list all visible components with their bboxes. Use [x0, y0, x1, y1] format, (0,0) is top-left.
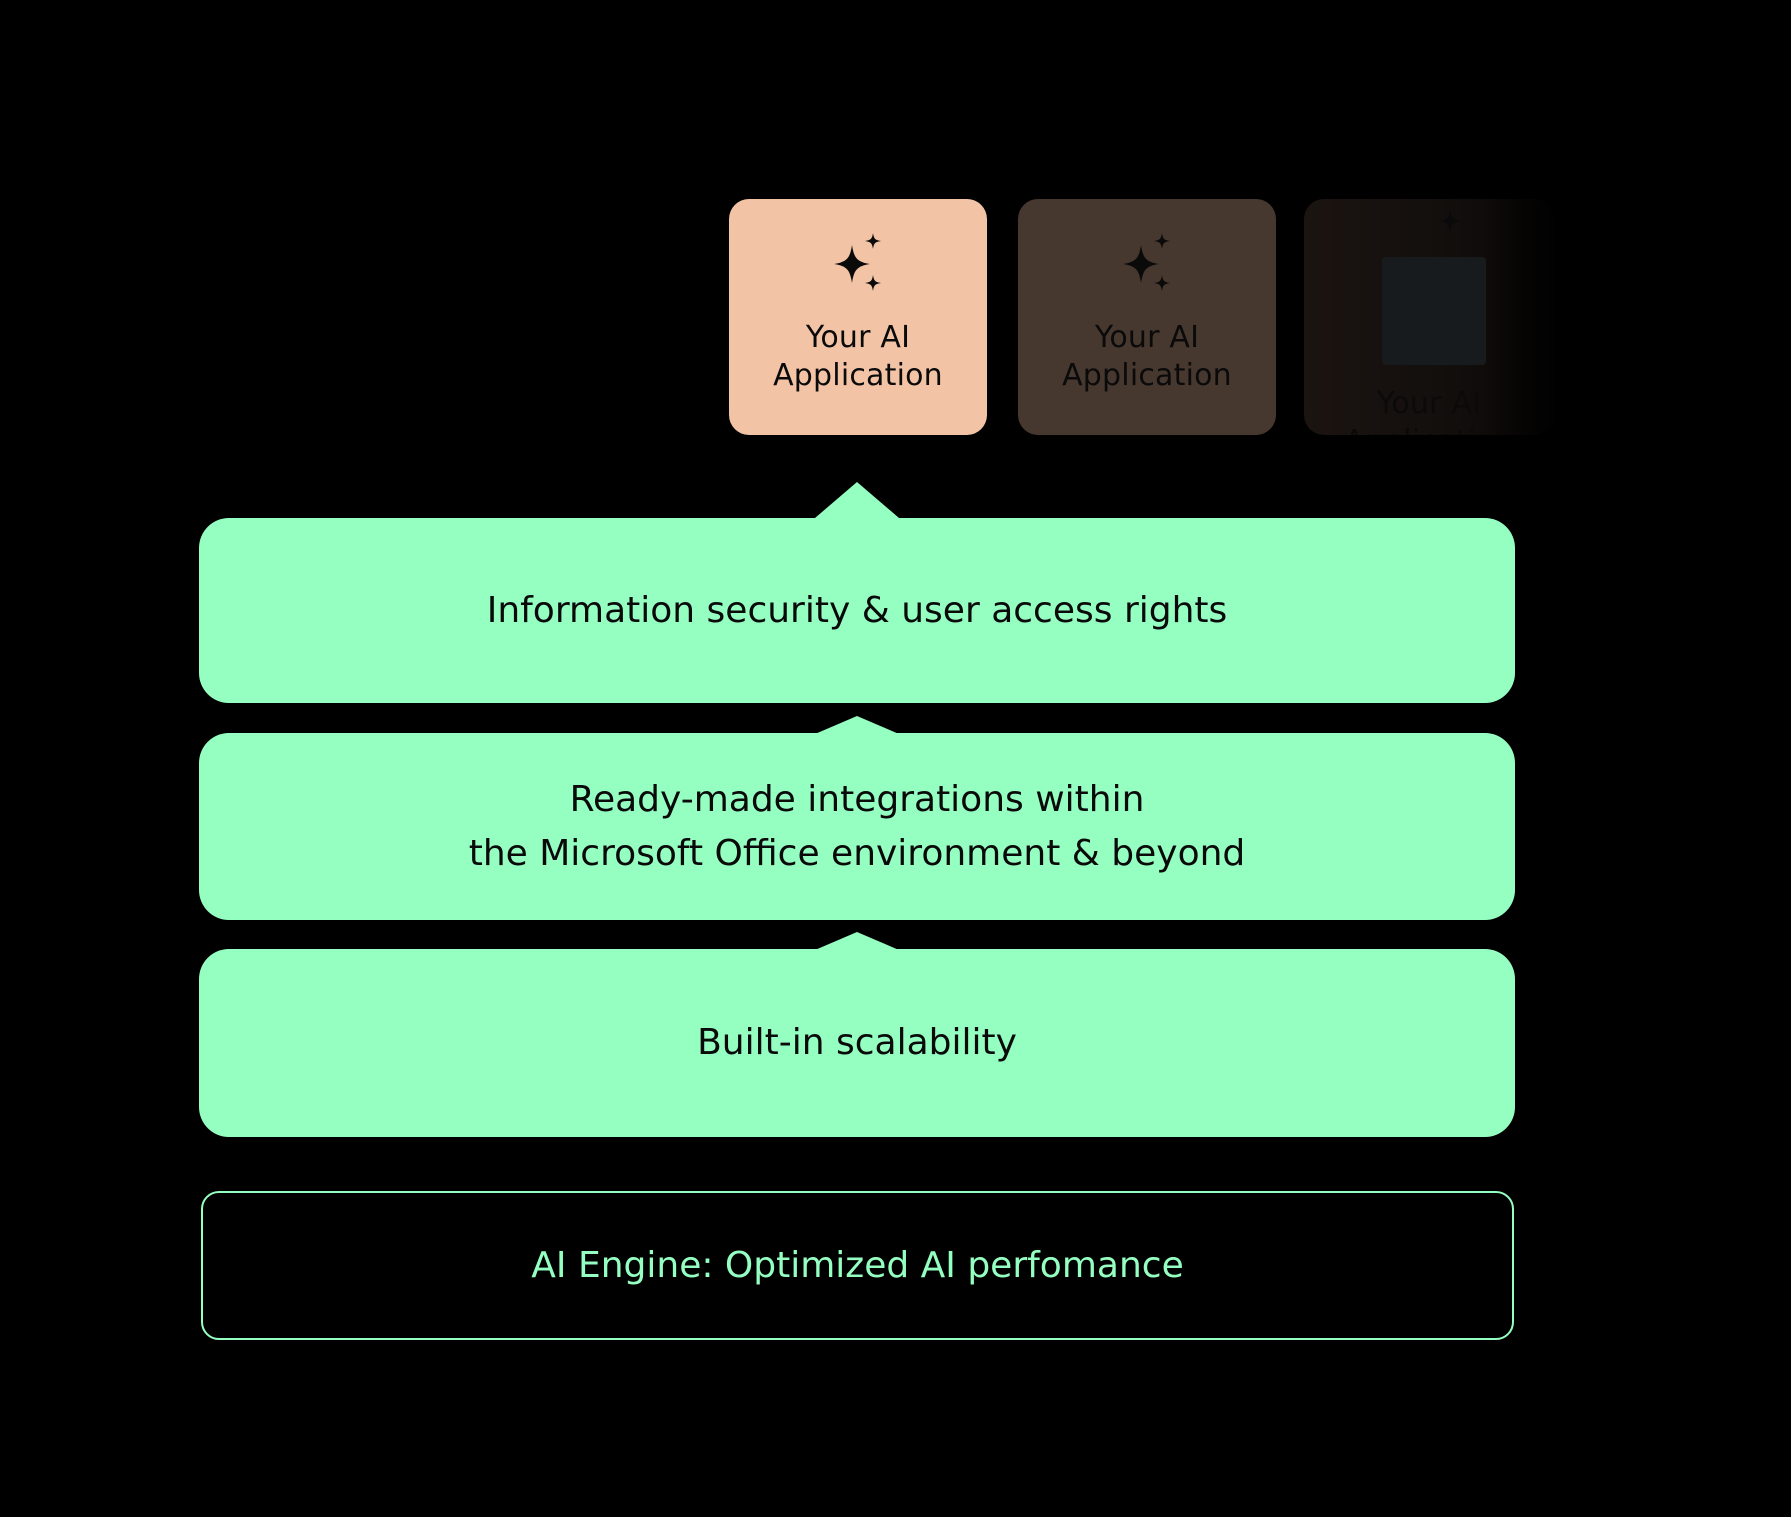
layer-arrow-notch — [815, 716, 899, 734]
sparkles-icon — [1123, 233, 1170, 291]
layer-label: Ready-made integrations within the Micro… — [468, 778, 1246, 874]
layer-integrations: Ready-made integrations within the Micro… — [199, 733, 1515, 920]
layer-arrow-notch — [815, 932, 899, 950]
faded-placeholder — [1382, 257, 1486, 365]
layer-scalability: Built-in scalability — [199, 949, 1515, 1137]
app-card-label: Your AI Application — [773, 320, 943, 393]
sparkles-icon — [834, 233, 881, 291]
app-card-1: Your AI Application — [729, 199, 987, 435]
app-card-3: Your AI Application — [1304, 199, 1554, 435]
app-card-label: Your AI Application — [1062, 320, 1232, 393]
card-fade-overlay — [1484, 199, 1554, 435]
sparkles-icon — [1439, 209, 1461, 233]
ai-engine-label: AI Engine: Optimized AI perfomance — [531, 1245, 1184, 1286]
layer-label: Built-in scalability — [697, 1022, 1017, 1063]
layer-label: Information security & user access right… — [486, 589, 1228, 631]
app-card-2: Your AI Application — [1018, 199, 1276, 435]
layer-information-security: Information security & user access right… — [199, 518, 1515, 703]
app-card-label: Your AI Application — [1344, 386, 1514, 435]
layer-arrow-notch — [815, 482, 899, 518]
ai-engine-box: AI Engine: Optimized AI perfomance — [201, 1191, 1514, 1340]
